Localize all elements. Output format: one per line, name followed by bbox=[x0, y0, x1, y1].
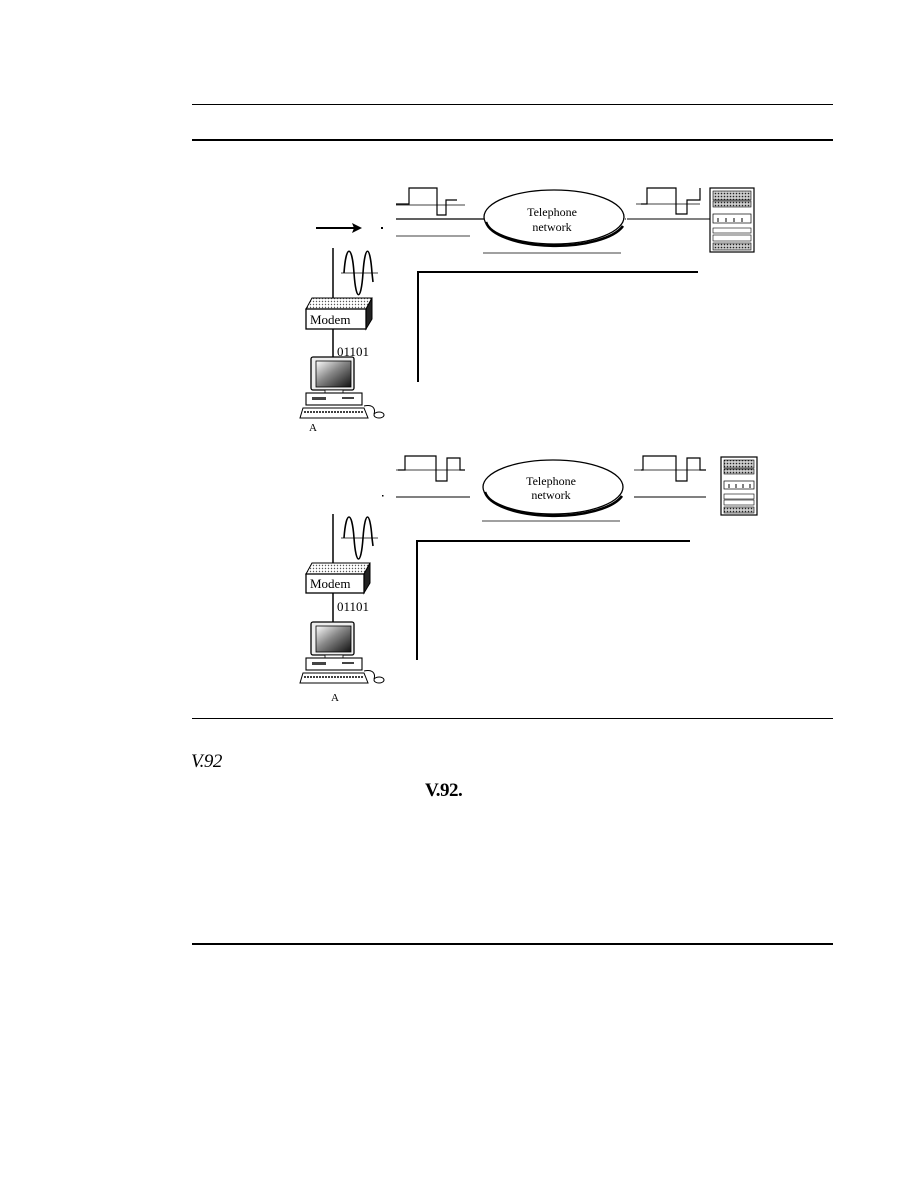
network-label-line1: Telephone bbox=[527, 205, 577, 219]
modem-label: Modem bbox=[310, 312, 350, 327]
modem-icon: Modem bbox=[305, 297, 373, 331]
inline-term-v92: V.92. bbox=[425, 780, 463, 801]
analog-signal bbox=[341, 516, 378, 560]
bits-label: 01101 bbox=[337, 599, 369, 614]
digital-signal-right bbox=[641, 455, 706, 482]
computer-label: A bbox=[331, 692, 339, 704]
panel-1: Telephone network bbox=[299, 187, 755, 434]
computer-icon bbox=[299, 621, 385, 684]
section-heading-v92: V.92 bbox=[191, 751, 222, 772]
bits-label: 01101 bbox=[337, 344, 369, 359]
digital-signal-left bbox=[398, 455, 465, 482]
network-label-line2: network bbox=[532, 220, 571, 234]
section-end-rule bbox=[192, 943, 833, 945]
panel-2: Telephone network Modem bbox=[299, 455, 758, 704]
modem-label: Modem bbox=[310, 576, 350, 591]
computer-icon bbox=[299, 356, 385, 419]
telephone-network: Telephone network bbox=[483, 189, 625, 248]
digital-signal-left bbox=[396, 187, 457, 216]
network-label-line1: Telephone bbox=[526, 474, 576, 488]
modem-icon: Modem bbox=[305, 562, 371, 595]
digital-signal-right bbox=[641, 187, 701, 215]
network-label-line2: network bbox=[531, 488, 570, 502]
server-icon bbox=[720, 456, 758, 516]
callout-bracket bbox=[417, 271, 698, 382]
computer-label: A bbox=[309, 422, 317, 434]
callout-bracket bbox=[416, 540, 690, 660]
server-icon bbox=[709, 187, 755, 253]
direction-arrow bbox=[316, 223, 383, 233]
figure-bottom-rule bbox=[192, 718, 833, 719]
top-rule bbox=[192, 104, 833, 105]
analog-signal bbox=[341, 250, 378, 296]
telephone-network: Telephone network bbox=[482, 459, 624, 518]
figure-top-rule bbox=[192, 139, 833, 141]
